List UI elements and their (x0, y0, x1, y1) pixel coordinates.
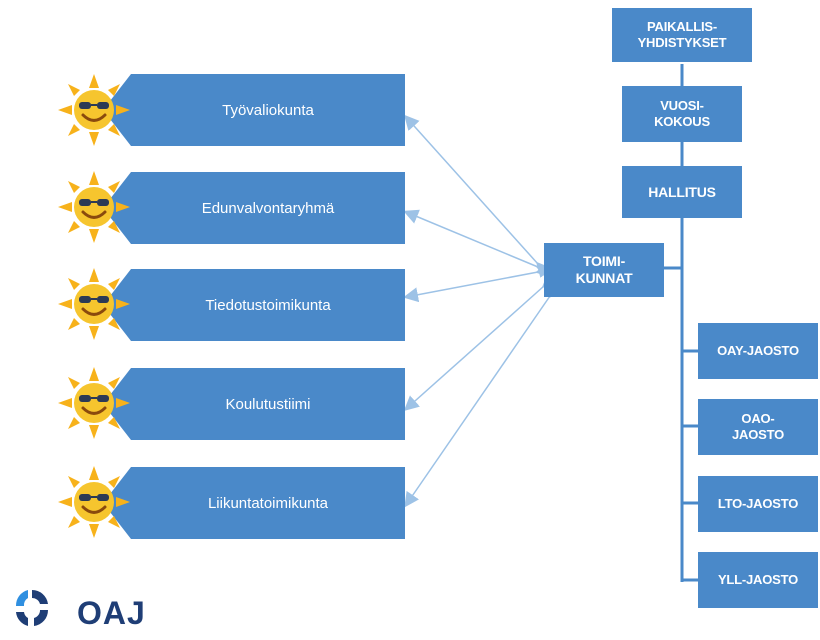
vuosikokous-label: VUOSI- KOKOUS (654, 98, 710, 129)
committee-tyovaliokunta: Työvaliokunta (103, 74, 405, 146)
committee-tiedotustoimikunta: Tiedotustoimikunta (103, 269, 405, 341)
yll-jaosto-label: YLL-JAOSTO (717, 572, 799, 588)
arrow-edunvalvontaryhma (403, 209, 552, 279)
sun-icon (58, 466, 130, 538)
committee-koulutustiimi: Koulutustiimi (103, 368, 405, 440)
committee-label: Työvaliokunta (222, 101, 314, 119)
sun-icon (58, 171, 130, 243)
arrow-liikuntatoimikunta (404, 281, 563, 508)
toimikunnat-box: TOIMI- KUNNAT (544, 243, 664, 297)
oaj-logo-mark-icon (15, 589, 49, 626)
paikallisyhdistykset-label: PAIKALLIS- YHDISTYKSET (637, 19, 727, 50)
yll-jaosto-box: YLL-JAOSTO (698, 552, 818, 608)
hallitus-box: HALLITUS (622, 166, 742, 218)
oay-jaosto-label: OAY-JAOSTO (717, 343, 799, 359)
oay-jaosto-box: OAY-JAOSTO (698, 323, 818, 379)
committee-label: Koulutustiimi (225, 395, 311, 413)
toimikunnat-label: TOIMI- KUNNAT (575, 253, 633, 286)
lto-jaosto-box: LTO-JAOSTO (698, 476, 818, 532)
sun-icon (58, 74, 130, 146)
sun-icon (58, 367, 130, 439)
paikallisyhdistykset-box: PAIKALLIS- YHDISTYKSET (612, 8, 752, 62)
committee-liikuntatoimikunta: Liikuntatoimikunta (103, 467, 405, 539)
lto-jaosto-label: LTO-JAOSTO (717, 496, 799, 512)
oao-jaosto-label: OAO- JAOSTO (731, 411, 785, 442)
sun-icon (58, 268, 130, 340)
vuosikokous-box: VUOSI- KOKOUS (622, 86, 742, 142)
oaj-logo-text: OAJ (77, 595, 146, 631)
hallitus-label: HALLITUS (648, 183, 716, 200)
committee-label: Tiedotustoimikunta (205, 296, 331, 314)
committee-label: Liikuntatoimikunta (207, 494, 329, 512)
arrow-tiedotustoimikunta (403, 262, 552, 303)
committee-edunvalvontaryhma: Edunvalvontaryhmä (103, 172, 405, 244)
arrow-tyovaliokunta (403, 114, 552, 278)
oao-jaosto-box: OAO- JAOSTO (698, 399, 818, 455)
committee-label: Edunvalvontaryhmä (201, 199, 335, 217)
oaj-logo (15, 589, 49, 626)
arrow-koulutustiimi (403, 272, 558, 411)
